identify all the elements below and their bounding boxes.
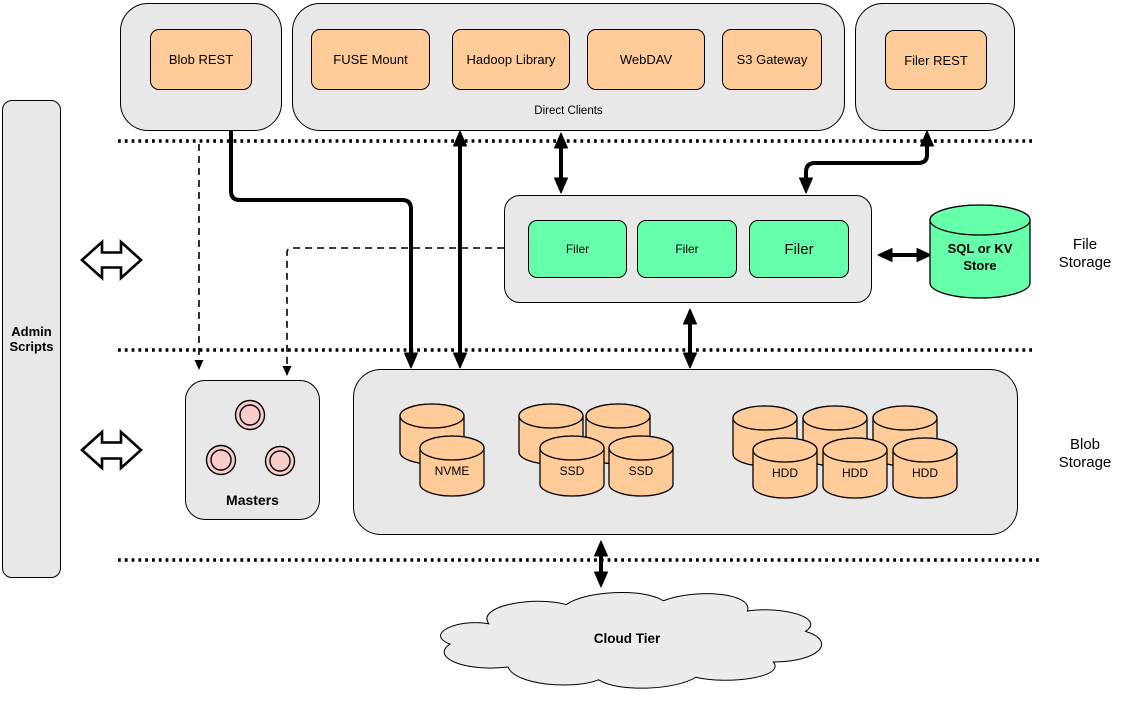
filer-rest-node: Filer REST <box>885 30 987 90</box>
cloud-tier-label: Cloud Tier <box>593 631 661 646</box>
blob-storage-section-label: Blob Storage <box>1058 436 1112 471</box>
hdd-label-1: HDD <box>772 466 798 480</box>
arrow-filerrest-filers <box>799 130 934 194</box>
dashed-arrow-blobrest-masters <box>194 144 204 370</box>
admin-file-storage-arrow <box>80 239 143 281</box>
arrow-blobrest-to-volumes <box>229 131 418 369</box>
hadoop-library-node: Hadoop Library <box>452 29 570 90</box>
filer-2-label: Filer <box>675 242 699 256</box>
arrow-filers-store <box>877 248 932 262</box>
filer-node-2: Filer <box>637 220 737 278</box>
arrow-clients-filers <box>554 132 568 194</box>
arrow-filers-volumes <box>683 308 697 369</box>
webdav-node: WebDAV <box>587 29 705 90</box>
ssd-label-2: SSD <box>628 464 654 478</box>
fuse-mount-node: FUSE Mount <box>311 29 430 90</box>
hdd-label-2: HDD <box>842 466 868 480</box>
s3-gateway-node: S3 Gateway <box>722 29 822 90</box>
blob-rest-node-label: Blob REST <box>168 52 234 67</box>
arrow-volumes-cloud <box>594 540 608 588</box>
masters-label: Masters <box>226 492 279 508</box>
hdd-label-3: HDD <box>912 466 938 480</box>
admin-blob-storage-arrow <box>80 429 143 471</box>
filer-node-1: Filer <box>528 220 627 278</box>
webdav-label: WebDAV <box>619 52 673 67</box>
fuse-mount-label: FUSE Mount <box>333 52 408 67</box>
sql-kv-store-label: SQL or KV Store <box>947 241 1013 273</box>
ssd-label-1: SSD <box>559 464 585 478</box>
s3-gateway-label: S3 Gateway <box>736 52 808 67</box>
hadoop-library-label: Hadoop Library <box>466 52 556 67</box>
file-storage-section-label: File Storage <box>1058 236 1112 271</box>
admin-scripts-panel: Admin Scripts <box>2 100 61 578</box>
filer-1-label: Filer <box>565 242 590 256</box>
blob-rest-node: Blob REST <box>150 29 252 90</box>
filer-rest-node-label: Filer REST <box>904 52 968 68</box>
arrow-clients-volumes <box>453 130 467 369</box>
dashed-arrow-filers-masters <box>282 247 504 376</box>
admin-scripts-label: Admin Scripts <box>9 324 54 354</box>
volume-servers-group <box>353 369 1018 535</box>
nvme-label: NVME <box>434 464 470 478</box>
filer-3-label: Filer <box>784 240 814 258</box>
filer-node-3: Filer <box>749 220 849 278</box>
direct-clients-caption: Direct Clients <box>534 105 603 117</box>
